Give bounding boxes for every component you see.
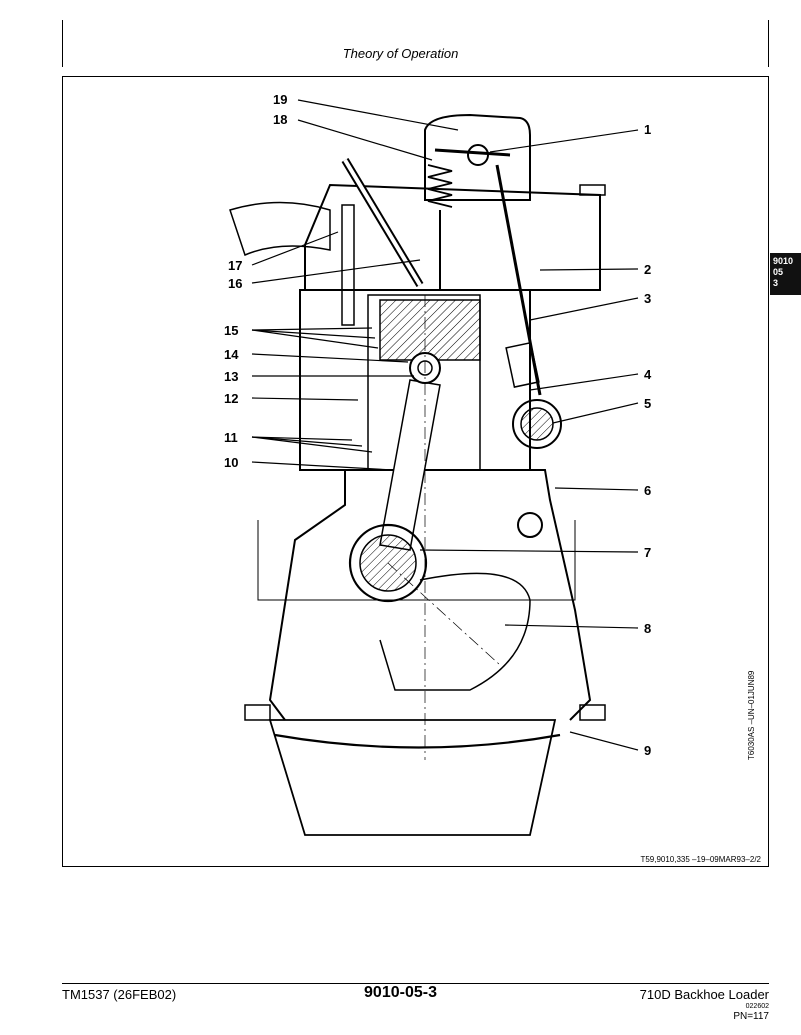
section-tab-line1: 9010 xyxy=(773,256,794,266)
figure-reference: T59,9010,335 –19–09MAR93–2/2 xyxy=(640,855,761,864)
callout-6: 6 xyxy=(644,483,651,498)
footer-rule xyxy=(62,983,769,984)
callout-11: 11 xyxy=(224,430,238,445)
callout-10: 10 xyxy=(224,455,238,470)
header-rule-left xyxy=(62,20,63,67)
page-header-title: Theory of Operation xyxy=(342,46,459,61)
callout-16: 16 xyxy=(228,276,242,291)
callout-12: 12 xyxy=(224,391,238,406)
callout-13: 13 xyxy=(224,369,238,384)
section-tab-line2: 05 xyxy=(773,267,784,277)
header-rule-right xyxy=(768,20,769,67)
engine-cross-section-diagram: 19 18 1 17 2 16 3 15 14 4 13 12 5 11 10 … xyxy=(224,92,652,836)
callout-9: 9 xyxy=(644,743,651,758)
footer-date-code: 022602 xyxy=(745,1003,769,1010)
callout-19: 19 xyxy=(273,92,287,107)
callout-2: 2 xyxy=(644,262,651,277)
callout-17: 17 xyxy=(228,258,242,273)
footer-pn: PN=117 xyxy=(733,1011,769,1022)
figure-id: T6030AS –UN–01JUN89 xyxy=(747,670,756,760)
callout-1: 1 xyxy=(644,122,651,137)
callout-15: 15 xyxy=(224,323,238,338)
section-tab: 9010 05 3 xyxy=(770,253,801,295)
section-tab-line3: 3 xyxy=(773,278,779,288)
footer-manual-id: TM1537 (26FEB02) xyxy=(62,987,177,1002)
footer-machine-name: 710D Backhoe Loader xyxy=(639,987,769,1002)
figure-frame xyxy=(62,76,769,867)
callout-14: 14 xyxy=(224,347,239,362)
callout-18: 18 xyxy=(273,112,287,127)
footer-page-number: 9010-05-3 xyxy=(364,984,437,1001)
callout-3: 3 xyxy=(644,291,651,306)
callout-8: 8 xyxy=(644,621,651,636)
callout-7: 7 xyxy=(644,545,651,560)
callout-5: 5 xyxy=(644,396,651,411)
callout-4: 4 xyxy=(644,367,652,382)
